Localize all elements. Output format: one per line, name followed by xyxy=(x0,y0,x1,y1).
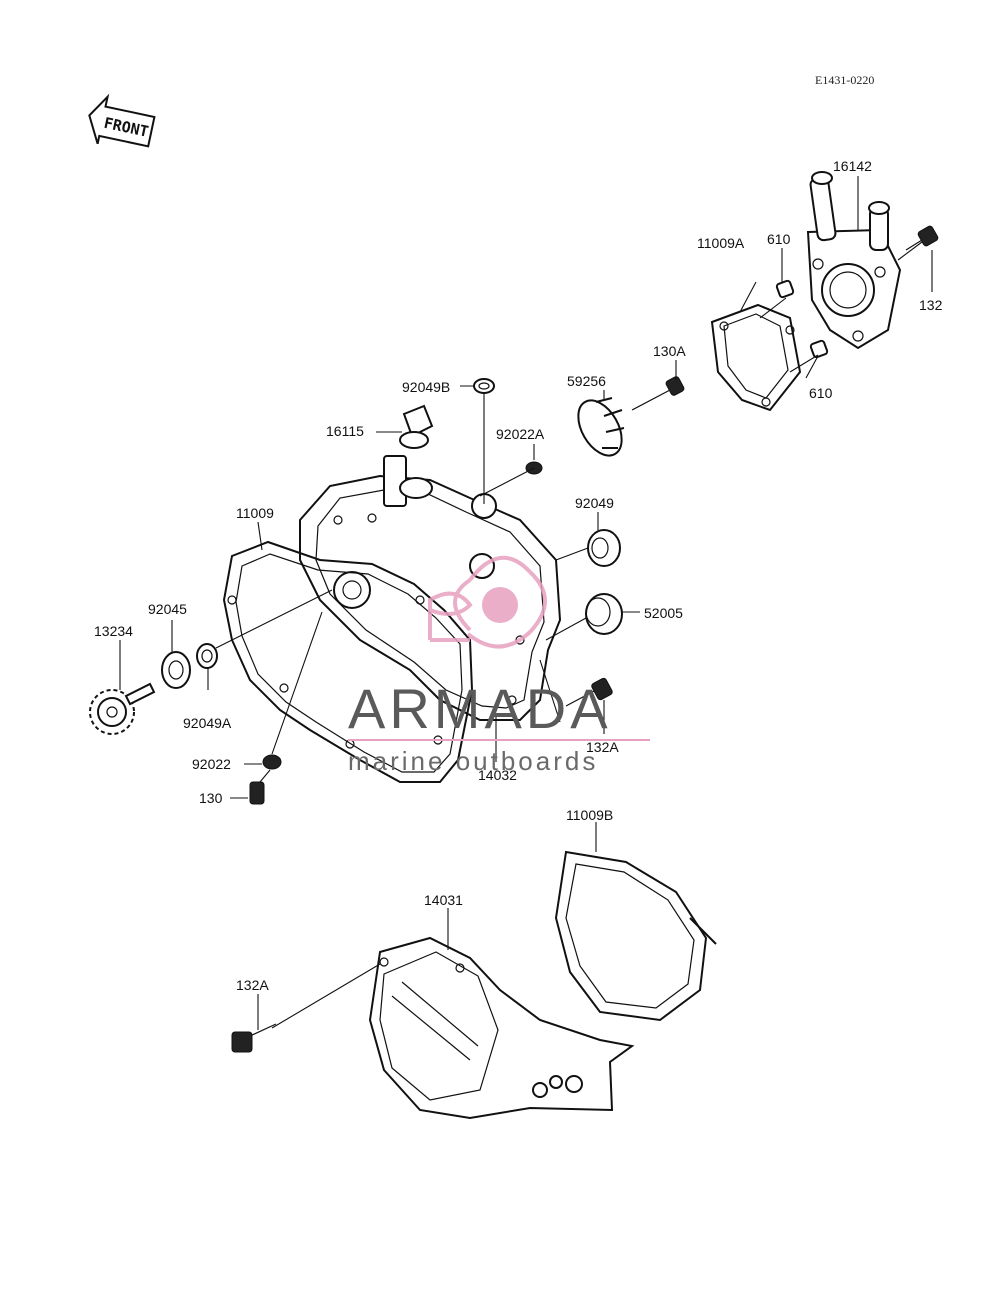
part-label-92049: 92049 xyxy=(575,495,614,511)
bearing-92049-icon xyxy=(587,529,621,567)
watermark-brand: ARMADA xyxy=(348,677,612,740)
part-labels: 16142 610 11009A 132 610 130A 92049B 592… xyxy=(94,158,943,993)
leader-lines xyxy=(119,176,933,1030)
crankcase-cover-gasket-icon xyxy=(222,540,474,783)
washer-92022-icon xyxy=(262,754,282,770)
dowel-pin-610-lower-icon xyxy=(809,339,829,359)
part-label-132a-upper: 132A xyxy=(586,739,619,755)
bolt-130-icon xyxy=(249,781,265,805)
part-label-132: 132 xyxy=(919,297,943,313)
part-label-14031: 14031 xyxy=(424,892,463,908)
part-label-92022: 92022 xyxy=(192,756,231,772)
part-label-610-upper: 610 xyxy=(767,231,791,247)
watermark-tagline: marine outboards xyxy=(348,746,598,776)
part-label-11009b: 11009B xyxy=(566,807,613,823)
water-pump-cover-icon xyxy=(806,171,902,350)
part-label-132a-lower: 132A xyxy=(236,977,269,993)
part-label-610-lower: 610 xyxy=(809,385,833,401)
part-label-11009: 11009 xyxy=(236,505,274,521)
bolt-132a-lower-icon xyxy=(231,1023,277,1053)
part-label-130: 130 xyxy=(199,790,223,806)
bolt-132a-upper-icon xyxy=(565,677,613,707)
bolt-132-icon xyxy=(897,225,939,261)
part-label-13234: 13234 xyxy=(94,623,133,639)
part-label-130a: 130A xyxy=(653,343,686,359)
dowel-pin-610-upper-icon xyxy=(775,279,795,299)
crankcase-cover-14031-icon xyxy=(368,936,635,1120)
diagram-code: E1431-0220 xyxy=(815,73,874,87)
watermark: ARMADA marine outboards xyxy=(348,677,650,776)
part-label-52005: 52005 xyxy=(644,605,683,621)
part-label-92049a: 92049A xyxy=(183,715,232,731)
part-label-92045: 92045 xyxy=(148,601,187,617)
pump-gear-icon xyxy=(89,682,156,735)
bearing-92045-icon xyxy=(161,651,191,689)
part-label-92022a: 92022A xyxy=(496,426,545,442)
impeller-icon xyxy=(577,397,625,457)
front-direction-arrow: FRONT xyxy=(88,93,156,148)
watermark-logo-icon xyxy=(428,555,547,649)
crankcase-cover-gasket-b-icon xyxy=(554,850,717,1022)
pump-cover-gasket-icon xyxy=(710,303,802,412)
seal-52005-icon xyxy=(585,593,623,635)
part-label-59256: 59256 xyxy=(567,373,606,389)
part-label-11009a: 11009A xyxy=(697,235,745,251)
oil-seal-92049b-icon xyxy=(473,378,495,394)
part-label-92049b: 92049B xyxy=(402,379,450,395)
part-label-16142: 16142 xyxy=(833,158,872,174)
part-label-14032: 14032 xyxy=(478,767,517,783)
seal-92049a-icon xyxy=(196,643,218,669)
filler-cap-icon xyxy=(399,404,434,449)
bolt-130a-icon xyxy=(631,376,685,411)
part-label-16115: 16115 xyxy=(326,423,364,439)
